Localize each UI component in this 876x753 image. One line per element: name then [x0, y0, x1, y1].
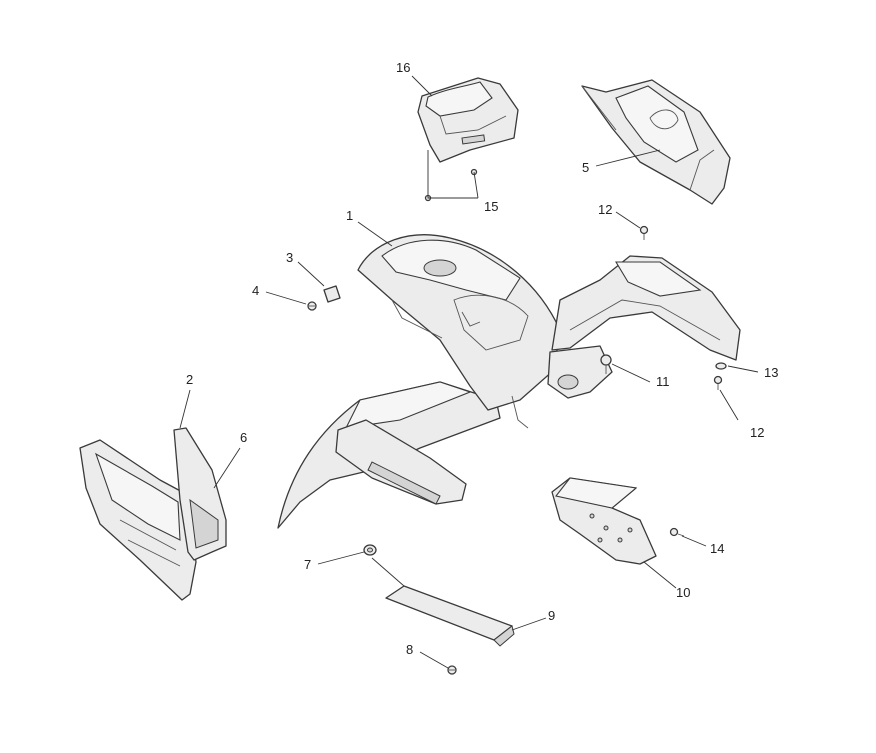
callout-15: 15: [484, 199, 498, 214]
callout-16: 16: [396, 60, 410, 75]
part-11-bolt: [600, 354, 612, 374]
callout-14: 14: [710, 541, 724, 556]
callout-12-top: 12: [598, 202, 612, 217]
part-12-push-rivet-right: [713, 375, 723, 390]
callout-13: 13: [764, 365, 778, 380]
part-14-screw: [669, 527, 685, 537]
callout-11: 11: [656, 374, 670, 389]
part-4-screw: [307, 301, 317, 311]
part-6-inner-panel: [173, 427, 227, 561]
part-5-headlight-pod: [581, 79, 731, 205]
part-13-washer: [715, 362, 727, 370]
part-8-screw: [447, 665, 457, 675]
part-12-push-rivet-top: [639, 225, 649, 240]
callout-9: 9: [548, 608, 555, 623]
callout-12-right: 12: [750, 425, 764, 440]
part-1-front-fender: [277, 234, 741, 529]
part-10-bracket-plate: [551, 477, 657, 565]
callout-2: 2: [186, 372, 193, 387]
part-7-nut: [363, 544, 377, 556]
callout-4: 4: [252, 283, 259, 298]
callout-3: 3: [286, 250, 293, 265]
callout-10: 10: [676, 585, 690, 600]
part-9-heat-shield: [385, 585, 515, 647]
callout-labels: 16 5 15 1 12 3 4 13 11 12 2 6 14 10 7 9 …: [186, 60, 778, 657]
callout-5: 5: [582, 160, 589, 175]
callout-7: 7: [304, 557, 311, 572]
callout-6: 6: [240, 430, 247, 445]
leader-lines: [179, 75, 759, 669]
part-15-fasteners: [424, 168, 478, 202]
part-16-instrument-cover: [417, 77, 519, 163]
part-3-clip: [323, 285, 341, 303]
callout-8: 8: [406, 642, 413, 657]
callout-1: 1: [346, 208, 353, 223]
part-2-side-panel: [79, 439, 197, 601]
